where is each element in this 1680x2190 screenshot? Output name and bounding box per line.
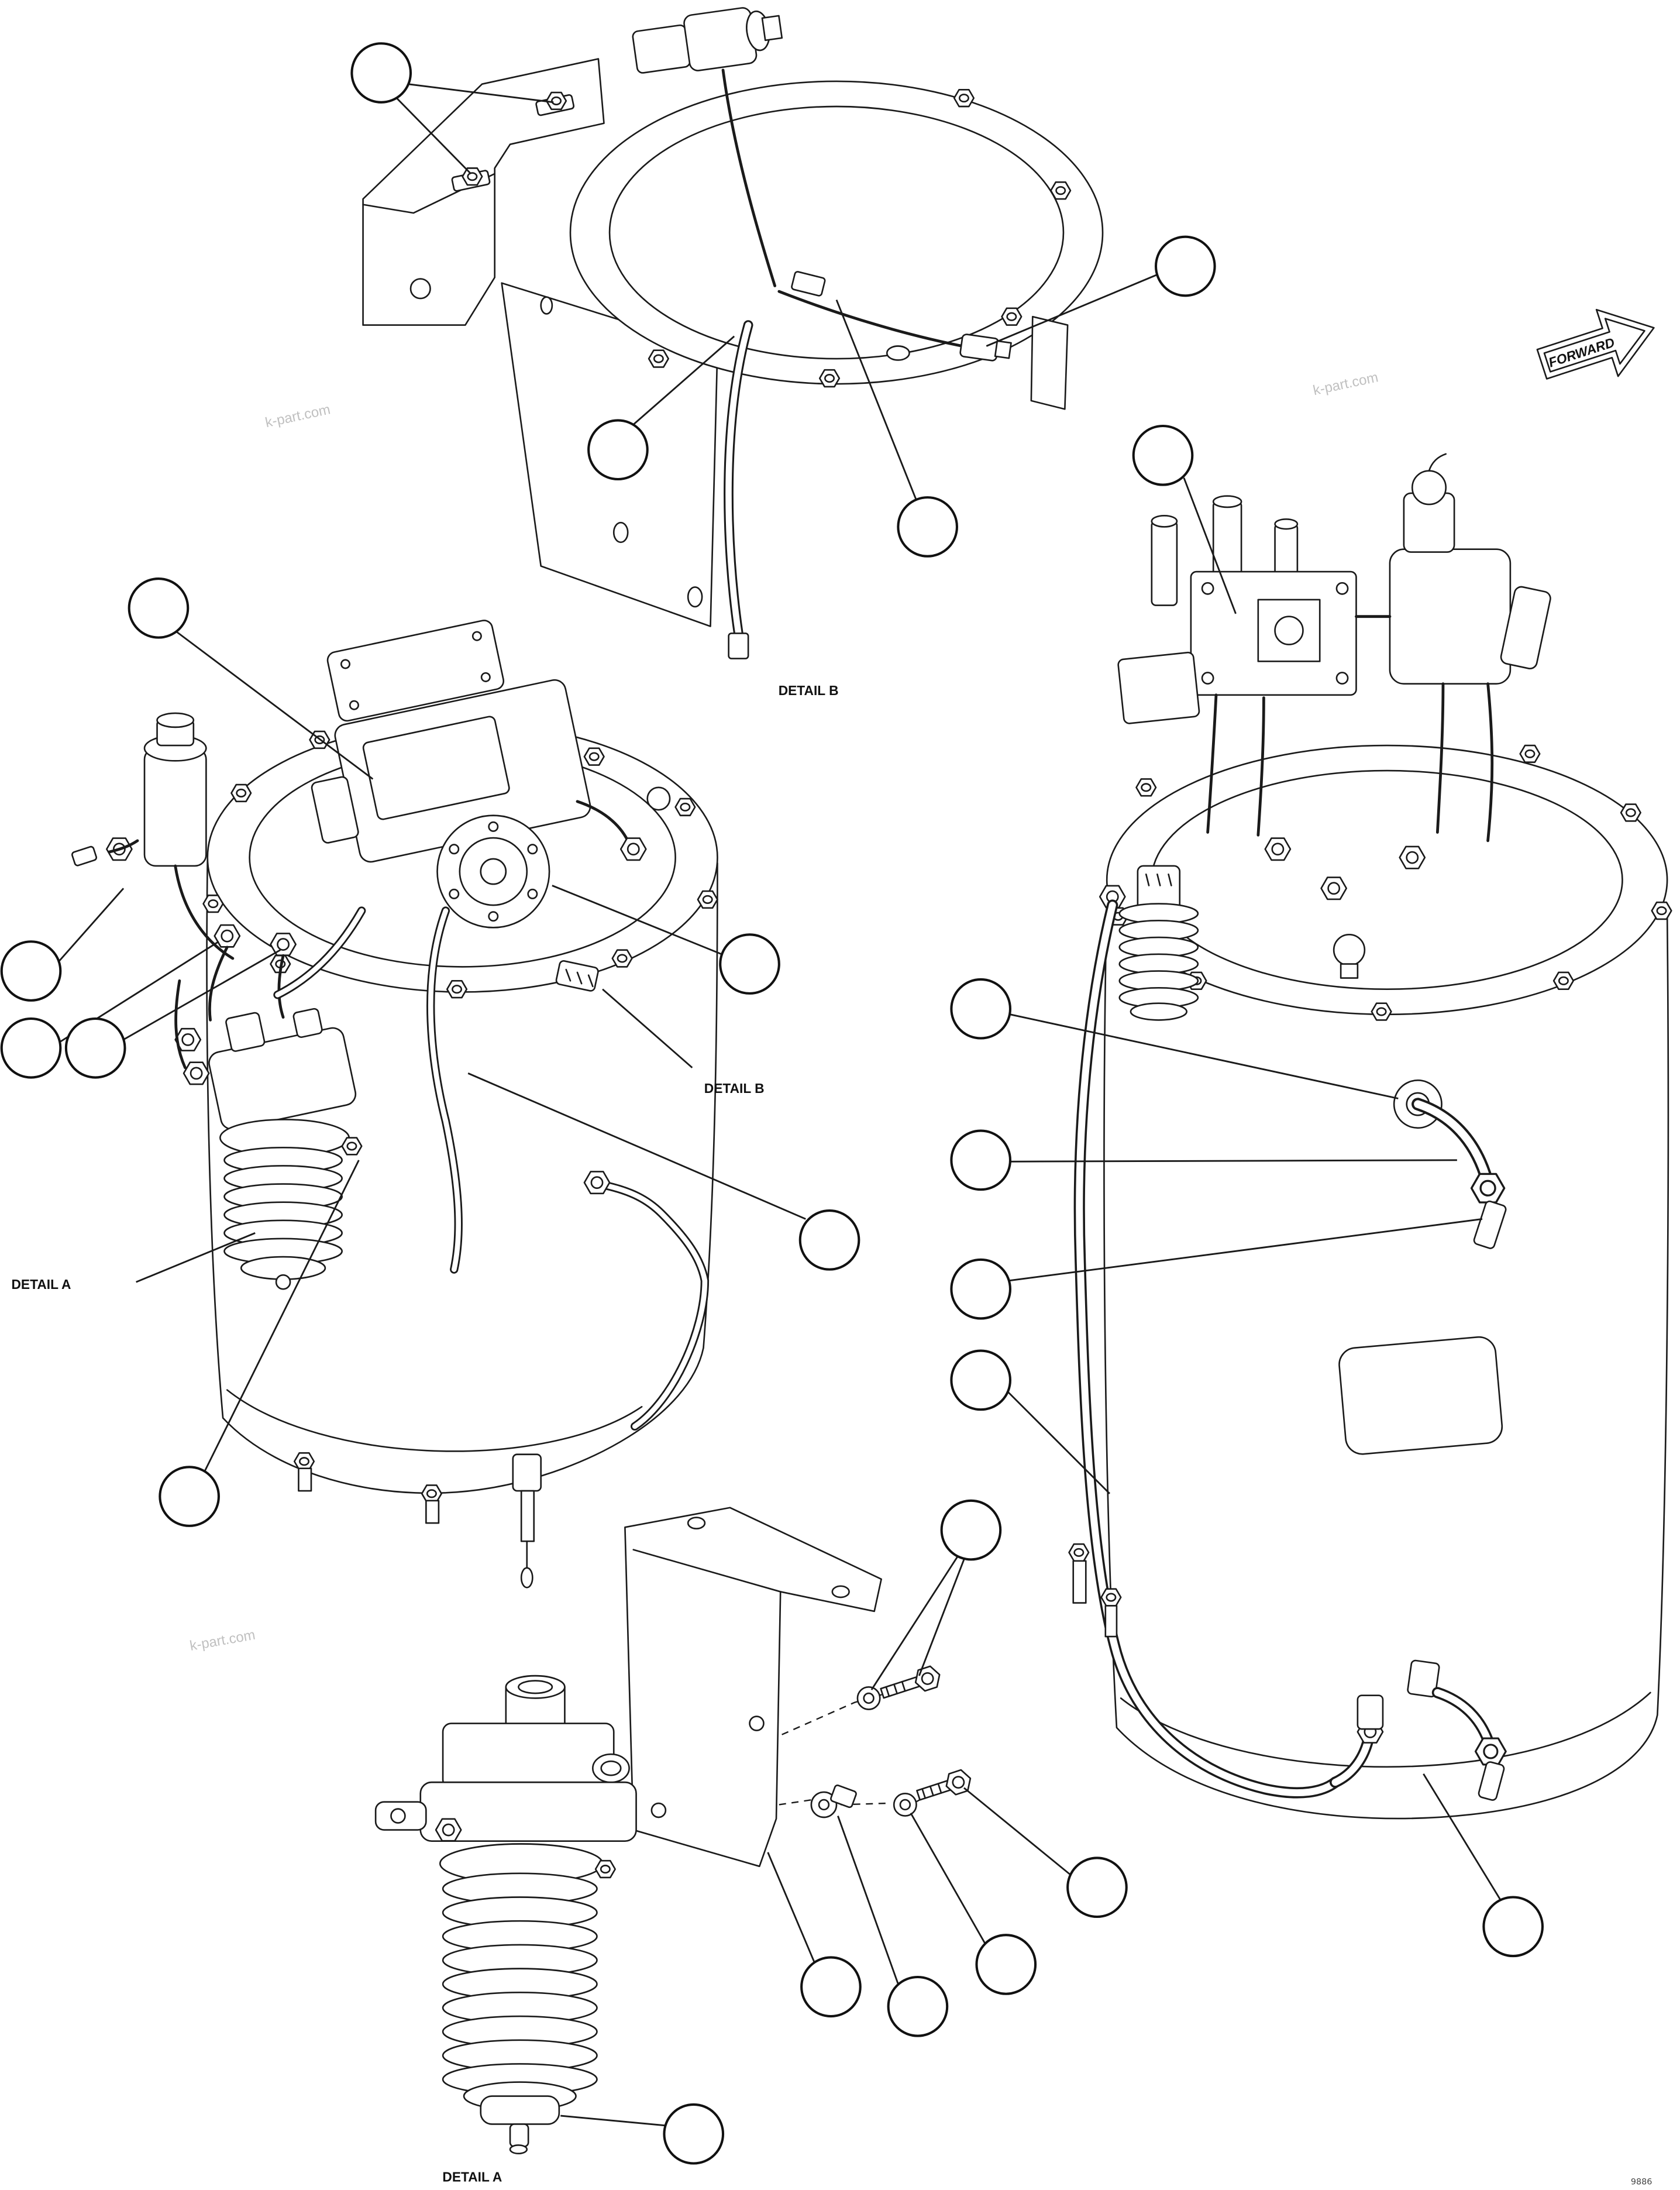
callout-balloon (1066, 1856, 1128, 1919)
filter-bracket (624, 1507, 882, 1868)
callout-balloon (350, 42, 412, 104)
tank-body (1103, 744, 1672, 1820)
figure-labels: DETAIL B DETAIL B DETAIL A DETAIL A (12, 683, 839, 2185)
callout-balloon (897, 496, 958, 558)
bottom-fittings (293, 1452, 542, 1589)
fuel-filter (174, 979, 363, 1290)
mounting-hardware (779, 1663, 975, 1818)
callouts-bottom (560, 1499, 1128, 2165)
callout-balloon (663, 2103, 725, 2165)
callout-balloon (128, 577, 190, 639)
detail-a-bottom-label: DETAIL A (442, 2170, 502, 2185)
left-tank-assembly (0, 577, 860, 1589)
fill-elbow (1393, 1079, 1507, 1249)
right-tank-assembly (950, 424, 1672, 1958)
right-side-hose (583, 1171, 710, 1431)
callout-balloon (798, 1209, 860, 1271)
callout-balloon (1132, 424, 1194, 486)
forward-arrow: FORWARD (1536, 308, 1655, 380)
valve-manifold (1117, 453, 1551, 979)
detail-b-top-view (350, 7, 1216, 659)
suction-hose (1073, 885, 1384, 1799)
callout-balloon (1482, 1896, 1544, 1958)
electrical-connector (555, 960, 599, 992)
callout-balloon (0, 940, 62, 1002)
callout-balloon (587, 419, 649, 481)
callout-balloon (1154, 235, 1216, 297)
detail-a-left-label: DETAIL A (12, 1277, 71, 1292)
hydraulic-pump (311, 620, 647, 929)
callout-balloon (950, 978, 1011, 1040)
callout-balloon (159, 1466, 220, 1527)
callout-balloon (0, 1017, 62, 1079)
callout-balloon (800, 1956, 862, 2018)
callouts-left (0, 577, 860, 1527)
wiring-harness (721, 68, 1012, 362)
callout-balloon (719, 933, 780, 995)
page-code: 9886 (1631, 2177, 1653, 2186)
breather-filter (1118, 865, 1199, 1021)
callout-balloon (64, 1017, 126, 1079)
hoses (273, 906, 463, 1274)
top-bracket (362, 58, 605, 326)
callout-balloon (940, 1499, 1002, 1561)
callout-balloon (950, 1258, 1011, 1320)
accumulator (71, 712, 235, 960)
tank-top-plate (569, 80, 1104, 410)
drain-bolts (1068, 1543, 1122, 1638)
detail-b-top-label: DETAIL B (779, 683, 839, 698)
detail-a-bottom-view (374, 1499, 1128, 2165)
callout-balloon (950, 1349, 1011, 1411)
hose (724, 320, 753, 659)
callout-balloon (975, 1934, 1037, 1995)
callouts-top (350, 42, 1216, 558)
callouts-right (950, 424, 1544, 1958)
callout-balloon (887, 1975, 949, 2037)
drain-elbow (1407, 1659, 1507, 1801)
filter-assembly (374, 1675, 637, 2155)
detail-b-left-label: DETAIL B (704, 1081, 765, 1096)
callout-balloon (950, 1129, 1011, 1191)
solenoid-valve (632, 7, 783, 74)
